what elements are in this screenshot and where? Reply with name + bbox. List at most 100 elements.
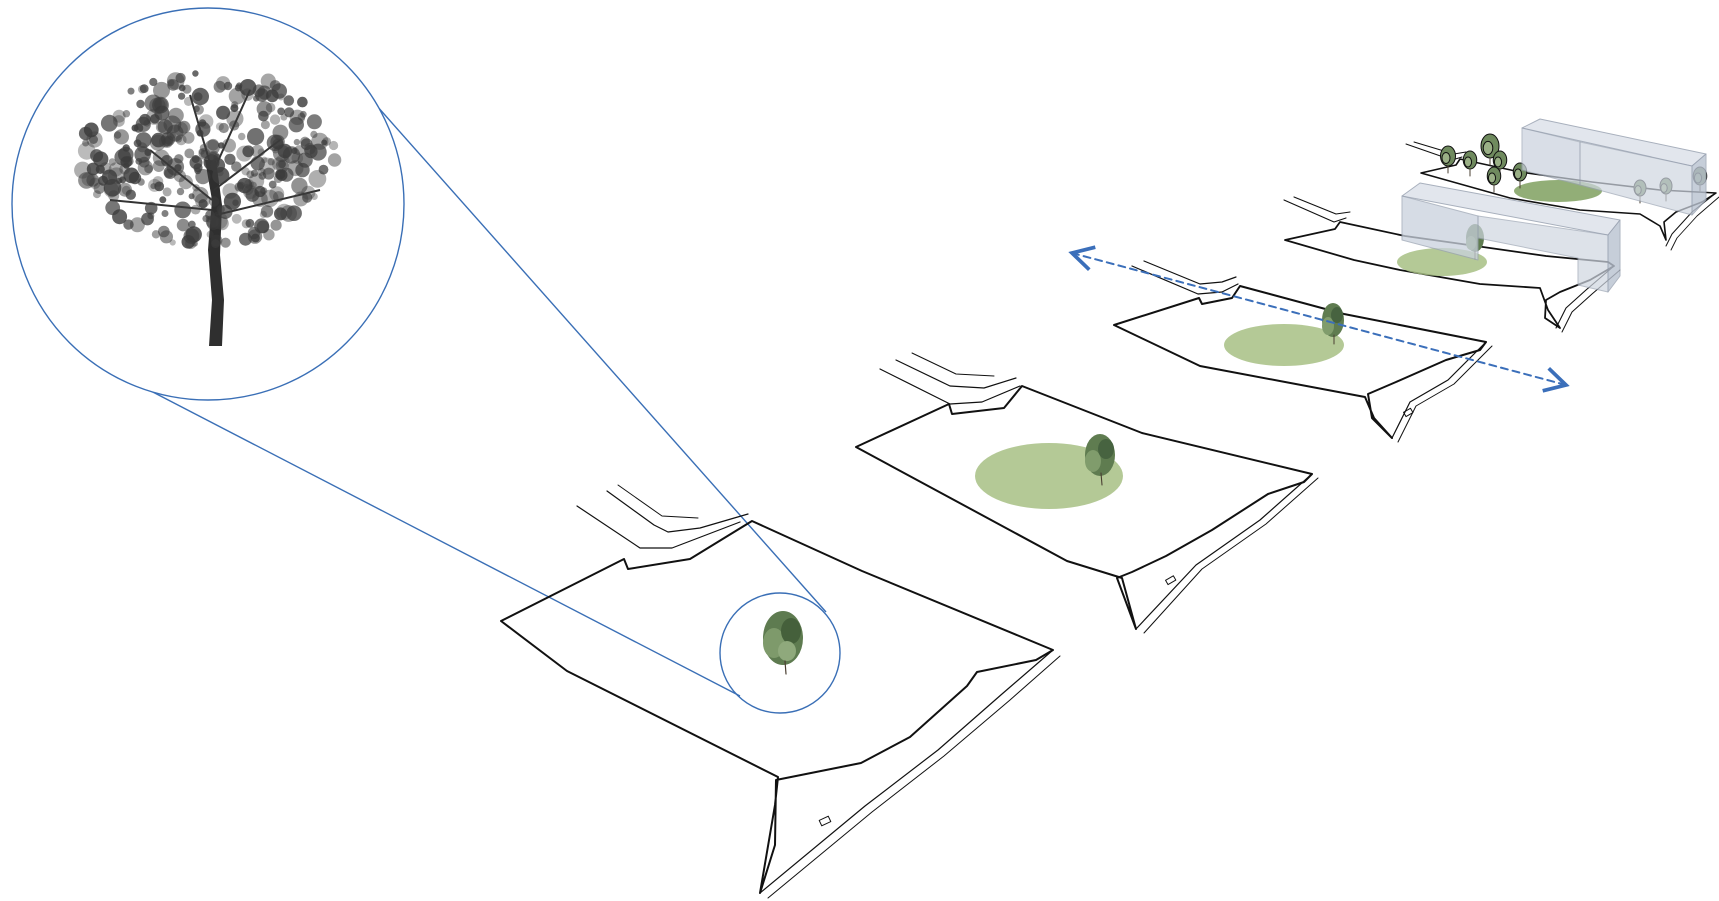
foliage-cluster [84, 122, 99, 137]
foliage-cluster [284, 95, 295, 106]
foliage-cluster [145, 202, 158, 215]
foliage-cluster [178, 93, 185, 100]
foliage-cluster [177, 188, 184, 195]
foliage-cluster [273, 145, 290, 162]
tree-detail-callout [12, 8, 840, 713]
foliage-cluster [252, 191, 268, 207]
foliage-cluster [138, 85, 147, 94]
foliage-cluster [192, 155, 200, 163]
foliage-cluster [226, 110, 243, 127]
kerb-line [912, 353, 994, 376]
pavement-edge [768, 656, 1060, 898]
tree-icon [1463, 151, 1477, 176]
callout-leader-line-lower [147, 389, 740, 696]
foliage-cluster [211, 239, 220, 248]
foliage-cluster [248, 229, 262, 243]
foliage-cluster [167, 79, 174, 86]
foliage-cluster [108, 190, 119, 201]
foliage-cluster [164, 169, 173, 178]
foliage-cluster [236, 82, 242, 88]
foliage-cluster [304, 143, 316, 155]
foliage-cluster [242, 219, 251, 228]
foliage-cluster [123, 219, 133, 229]
tree-icon [763, 611, 803, 674]
foliage-cluster [205, 210, 215, 220]
pavement-edge [1136, 474, 1312, 629]
foliage-cluster [269, 181, 277, 189]
movement-axis-arrow [1072, 253, 1566, 385]
foliage-cluster [257, 101, 273, 117]
foliage-cluster [249, 182, 256, 189]
foliage-cluster [164, 116, 182, 134]
foliage-cluster [271, 220, 282, 231]
foliage-cluster [136, 100, 144, 108]
foliage-cluster [123, 168, 139, 184]
foliage-cluster [194, 105, 204, 115]
foliage-cluster [219, 123, 229, 133]
foliage-cluster [184, 228, 200, 244]
foliage-cluster [174, 164, 181, 171]
drain-marker [1166, 576, 1176, 585]
foliage-cluster [136, 132, 152, 148]
foliage-cluster [286, 205, 302, 221]
foliage-cluster [310, 131, 317, 138]
kerb-line [618, 485, 698, 518]
kerb-line [1294, 197, 1350, 214]
foliage-cluster [301, 186, 315, 200]
pavement-edge [1392, 342, 1486, 438]
foliage-cluster [297, 97, 308, 108]
foliage-cluster [209, 196, 219, 206]
foliage-cluster [294, 145, 304, 155]
foliage-cluster [232, 214, 242, 224]
foliage-cluster [78, 142, 96, 160]
foliage-cluster [148, 179, 161, 192]
foliage-cluster [328, 153, 341, 166]
foliage-cluster [163, 187, 172, 196]
kerb-line [1414, 142, 1466, 154]
foliage-cluster [229, 88, 246, 105]
foliage-cluster [159, 196, 166, 203]
foliage-cluster [247, 128, 264, 145]
foliage-cluster [102, 170, 117, 185]
foliage-cluster [274, 207, 287, 220]
foliage-cluster [294, 139, 300, 145]
foliage-cluster [114, 129, 129, 144]
foliage-cluster [162, 137, 173, 148]
foliage-cluster [329, 141, 338, 150]
foliage-cluster [162, 210, 169, 217]
foliage-cluster [277, 108, 285, 116]
foliage-cluster [152, 230, 160, 238]
kerb-line [607, 491, 748, 532]
site-plan-stage-1 [501, 485, 1060, 898]
foliage-cluster [321, 140, 327, 146]
foliage-cluster [144, 164, 153, 173]
foliage-cluster [260, 211, 267, 218]
foliage-cluster [184, 97, 193, 106]
foliage-cluster [123, 110, 130, 117]
foliage-cluster [199, 199, 208, 208]
foliage-cluster [123, 156, 133, 166]
foliage-cluster [237, 182, 244, 189]
foliage-cluster [290, 110, 305, 125]
foliage-cluster [128, 88, 135, 95]
foliage-cluster [208, 151, 219, 162]
kerb-line [1132, 266, 1238, 294]
foliage-cluster [261, 120, 270, 129]
foliage-cluster [137, 178, 144, 185]
foliage-cluster [191, 205, 201, 215]
foliage-cluster [161, 155, 173, 167]
foliage-cluster [93, 190, 101, 198]
tree-icon [1487, 167, 1501, 192]
drain-marker [819, 816, 831, 826]
foliage-cluster [270, 114, 280, 124]
foliage-cluster [319, 165, 329, 175]
foliage-cluster [197, 130, 204, 137]
site-plan-stage-3 [1072, 253, 1566, 442]
site-boundary [856, 386, 1312, 629]
foliage-cluster [259, 158, 276, 175]
pavement-edge [760, 650, 1053, 893]
foliage-cluster [179, 175, 193, 189]
foliage-cluster [230, 104, 238, 112]
foliage-cluster [238, 133, 245, 140]
